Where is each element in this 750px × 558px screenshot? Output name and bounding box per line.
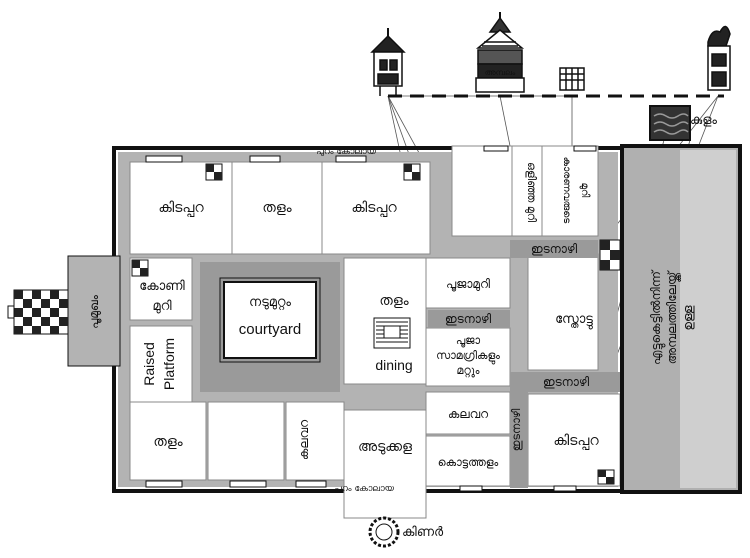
dining-table-icon — [373, 317, 411, 349]
checkered-pillars — [131, 163, 621, 485]
label-pooja-3: മറ്റും — [457, 364, 480, 378]
label-puram-kolaya-bottom: പുറം കോലായ — [334, 484, 394, 494]
nadumuttam-courtyard — [223, 281, 317, 359]
room-blank — [207, 401, 285, 481]
idanazhi-corridor-1 — [428, 310, 510, 328]
temple-icon: അമ്പലം — [475, 12, 525, 93]
label-karanavar-2: മുറി — [579, 183, 591, 199]
label-poojamuri: പൂജാമുറി — [446, 277, 490, 292]
idanazhi-corridor-4 — [510, 372, 528, 488]
label-puram-kolaya-top: പുറം കോലായ — [316, 147, 376, 157]
hall-light-strip — [680, 150, 736, 488]
room-raised-platform — [129, 325, 193, 403]
room-thalam-3 — [129, 401, 207, 481]
idanazhi-corridor-2 — [510, 372, 620, 392]
label-pooja-1: പൂജാ — [456, 334, 481, 347]
well-icon — [368, 516, 400, 548]
label-muri: മുറി — [152, 299, 171, 314]
label-vertical-2: അമ്പലത്തിലേയ്ക്ക് — [665, 270, 680, 364]
label-idanazhi-1: ഇടനാഴി — [445, 312, 492, 326]
window-strips — [145, 145, 597, 492]
room-thalam-1 — [231, 161, 323, 255]
label-kottathalam: കൊട്ടത്തളം — [438, 456, 499, 469]
courtyard-border — [219, 277, 321, 363]
label-idanazhi-3: ഇടനാഴി — [543, 375, 590, 389]
small-shrine-icon — [559, 67, 585, 91]
label-kidappara-3: കിടപ്പറ — [553, 433, 599, 450]
label-poomukham: പൂമുഖം — [87, 294, 102, 329]
label-thalam-2: തളം — [379, 293, 408, 309]
label-kulam: കുളം — [690, 113, 717, 128]
entrance-steps — [7, 289, 69, 335]
label-thalam-1: തളം — [262, 200, 291, 216]
pond: കുളം — [649, 105, 717, 141]
label-sthothu: സ്തോട്ടു — [555, 312, 593, 329]
label-pooja-2: സാമഗ്രികളും — [436, 349, 500, 364]
label-dining: dining — [375, 357, 412, 373]
room-sthothu — [527, 253, 599, 371]
poomukham-porch — [67, 255, 121, 367]
label-kinar: കിണർ — [402, 525, 444, 540]
label-idanazhi-2: ഇടനാഴി — [510, 408, 523, 451]
label-nadumuttam: നടുമുറ്റം — [249, 295, 292, 310]
room-kalavara-2 — [425, 391, 511, 435]
label-courtyard: courtyard — [239, 321, 302, 338]
label-vertical-3: ഉള്ള — [681, 305, 695, 331]
label-thalam-3: തളം — [153, 434, 182, 450]
label-kalavara-2: കലവറ — [448, 407, 488, 421]
room-adukkala — [343, 409, 427, 519]
labels: പുറം കോലായ പുറം കോലായ കിടപ്പറ തളം കിടപ്പ… — [87, 147, 695, 540]
label-kidappara-1: കിടപ്പറ — [158, 200, 204, 217]
temple-sign: അമ്പലം — [485, 68, 516, 77]
label-koni: കോണി — [139, 279, 185, 294]
label-olinja-muri: ഒളിഞ്ഞ മുറി — [525, 162, 538, 223]
label-adukkala: അടുക്കള — [358, 439, 412, 455]
room-north-block — [451, 145, 513, 237]
label-platform: Platform — [161, 338, 177, 390]
label-kalavara-1: കലവറ — [297, 420, 311, 460]
label-karanavar-1: കാരണവരുടെ — [561, 157, 572, 224]
watch-tower-left-icon — [370, 28, 406, 96]
room-karanavar — [541, 145, 599, 237]
label-raised: Raised — [141, 342, 157, 386]
label-kidappara-2: കിടപ്പറ — [351, 200, 397, 217]
watch-tower-right-icon — [707, 25, 731, 91]
room-olinja-muri — [511, 145, 543, 237]
label-vertical-1: എട്ടുകെട്ടിൽനിന്ന് — [649, 269, 666, 365]
idanazhi-corridor-3 — [510, 240, 598, 258]
label-idanazhi-4: ഇടനാഴി — [531, 242, 578, 256]
room-kalavara-1 — [285, 401, 345, 481]
room-poojamuri — [425, 257, 511, 309]
